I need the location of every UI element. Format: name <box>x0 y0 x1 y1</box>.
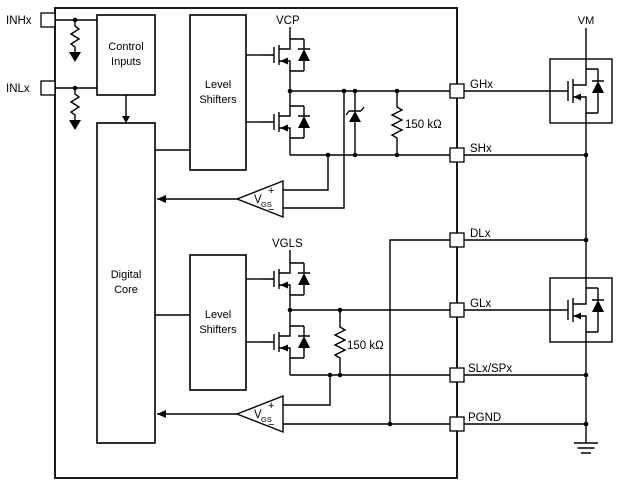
slx-spx-pin <box>449 367 465 383</box>
inhx-pin <box>40 12 56 28</box>
dlx-pin <box>449 232 465 248</box>
vgs-high-subscript: GS <box>261 200 272 209</box>
ghx-pin <box>449 83 465 99</box>
level-shifters-low-block: Level Shifters <box>189 254 247 391</box>
vgs-comparator-low: V GS + − <box>235 394 284 434</box>
digital-core-block: Digital Core <box>96 122 156 444</box>
vgs-low-symbol: V <box>254 409 262 421</box>
slx-spx-pin-label: SLx/SPx <box>468 363 512 375</box>
ghx-pin-label: GHx <box>470 79 493 91</box>
vgs-high-minus-sign: − <box>268 204 274 216</box>
resistor-high-label: 150 kΩ <box>405 119 442 131</box>
level-shifters-low-label-line2: Shifters <box>199 324 237 336</box>
junction-dots <box>72 17 589 427</box>
shx-pin-label: SHx <box>470 143 492 155</box>
vgs-high-plus-sign: + <box>268 185 274 197</box>
inhx-pulldown-resistor <box>68 19 82 63</box>
pgnd-pin-label: PGND <box>468 412 501 424</box>
gate-clamp-zener-icon <box>345 90 365 156</box>
level-shifters-high-block: Level Shifters <box>189 14 247 171</box>
high-side-sink-fet-icon <box>261 105 311 139</box>
inlx-pin-label: INLx <box>6 83 30 95</box>
inlx-pin <box>40 80 56 96</box>
external-low-side-mosfet <box>549 277 613 343</box>
low-side-source-fet-icon <box>261 262 311 296</box>
pgnd-ground-symbol <box>574 442 598 454</box>
inhx-pin-label: INHx <box>6 15 32 27</box>
dlx-pin-label: DLx <box>470 228 491 240</box>
vgs-low-feedback-arrow <box>157 410 166 418</box>
glx-pin-label: GLx <box>470 298 491 310</box>
high-side-source-fet-icon <box>261 38 311 72</box>
control-inputs-block: Control Inputs <box>96 14 156 96</box>
vm-rail-label: VM <box>578 15 595 27</box>
resistor-low-label: 150 kΩ <box>347 340 384 352</box>
vgs-high-symbol: V <box>254 194 262 206</box>
digital-core-label-line1: Digital <box>111 269 142 281</box>
digital-core-label-line2: Core <box>114 284 138 296</box>
vgls-rail-label: VGLS <box>272 238 303 250</box>
level-shifters-high-label-line2: Shifters <box>199 94 237 106</box>
vgs-high-feedback-arrow <box>157 195 166 203</box>
low-side-sink-fet-icon <box>261 325 311 359</box>
vgs-low-subscript: GS <box>261 415 272 424</box>
glx-pin <box>449 302 465 318</box>
control-to-core-arrow <box>122 116 130 123</box>
level-shifters-high-label-line1: Level <box>205 79 231 91</box>
shx-pin <box>449 147 465 163</box>
level-shifters-low-label-line1: Level <box>205 309 231 321</box>
pgnd-pin <box>449 416 465 432</box>
vgs-low-plus-sign: + <box>268 400 274 412</box>
control-inputs-label-line1: Control <box>108 41 143 53</box>
vgs-low-minus-sign: − <box>268 419 274 431</box>
vgs-comparator-high: V GS + − <box>235 179 284 219</box>
vcp-rail-label: VCP <box>276 15 300 27</box>
external-high-side-mosfet <box>549 58 613 124</box>
gate-source-resistor-high <box>391 90 403 156</box>
control-inputs-label-line2: Inputs <box>111 56 141 68</box>
gate-source-resistor-low <box>334 310 346 376</box>
circuit-wires <box>55 19 587 443</box>
inlx-pulldown-resistor <box>68 87 82 131</box>
